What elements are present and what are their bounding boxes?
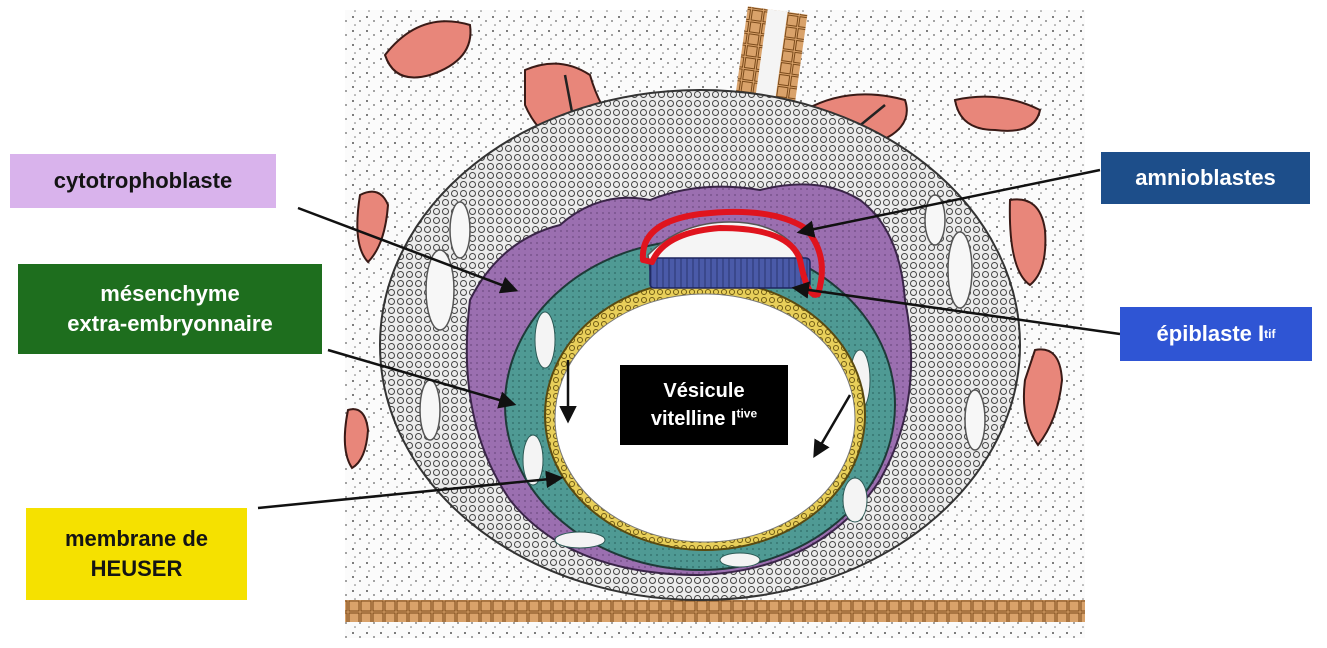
heuser-text-line2: HEUSER (90, 556, 183, 581)
cytotrophoblaste-text: cytotrophoblaste (53, 168, 233, 194)
vesicule-text-line2: vitelline I (650, 408, 737, 430)
mesenchyme-text-line1: mésenchyme (100, 281, 240, 307)
leader-lines (257, 168, 1121, 510)
vesicule-text-line1: Vésicule (663, 380, 745, 402)
epiblaste-layer (649, 257, 811, 289)
mesenchyme-text-line2: extra-embryonnaire (67, 311, 273, 336)
heuser-text-line1: membrane de (64, 526, 209, 552)
uterine-gland-lumen (752, 9, 788, 121)
uterine-epithelium (345, 600, 1085, 622)
vesicule-superscript: tive (736, 406, 758, 421)
amnioblastes-text: amnioblastes (1135, 165, 1276, 191)
yolk-sac-flow-arrows (559, 360, 852, 459)
mesenchyme-label: mésenchyme extra-embryonnaire (18, 264, 322, 354)
vesicule-vitelline-label: Vésicule vitelline Itive (620, 365, 788, 445)
cytotrophoblaste-label: cytotrophoblaste (10, 154, 276, 208)
amnioblastes-label: amnioblastes (1101, 152, 1310, 204)
heuser-membrane-label: membrane de HEUSER (26, 508, 247, 600)
epiblaste-text: épiblaste I (1156, 321, 1265, 347)
vesicule-text-line2-wrap: vitelline Itive (651, 405, 757, 433)
amnioblastes-highlight (639, 208, 825, 298)
